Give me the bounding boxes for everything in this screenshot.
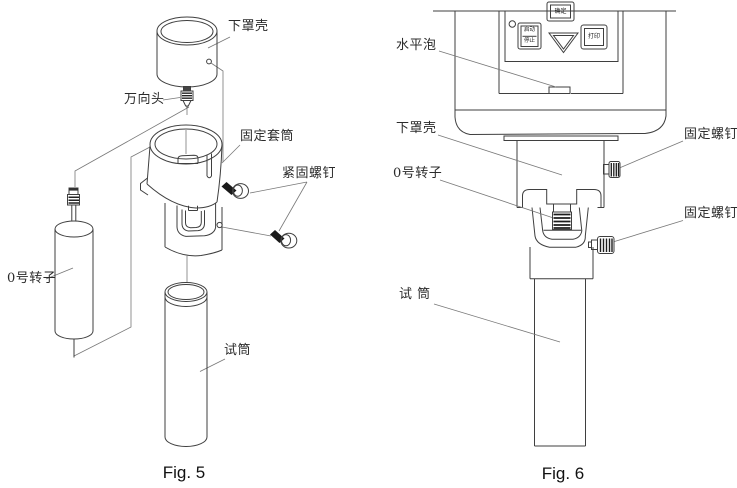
fig5-projection-lines (45, 36, 308, 372)
fig5-lower-cover-shell (156, 16, 218, 88)
fig6-label-level-bubble: 水平泡 (396, 38, 437, 53)
led-indicator (508, 20, 516, 28)
fig6-fixing-screw-lower (588, 236, 615, 254)
alignment-hole (206, 58, 212, 65)
fig5-label-test-cylinder: 试筒 (224, 343, 252, 358)
fig5-caption: Fig. 5 (162, 463, 206, 482)
fig6-label-rotor-0: 0号转子 (393, 166, 443, 181)
fig5-rotor-0 (54, 187, 94, 358)
fig5-label-fastening-screw: 紧固螺钉 (282, 166, 337, 181)
fig6-drawing (433, 1, 684, 447)
fig6-label-fixing-screw-lower: 固定螺钉 (684, 206, 737, 221)
fig6-rotor-coupling (552, 211, 572, 230)
fig5-universal-head (180, 86, 194, 108)
fig5-drawing (45, 16, 308, 447)
start-stop-button-shape (517, 22, 542, 50)
fig6-label-lower-cover: 下罩壳 (396, 121, 437, 136)
down-arrow-button-shape (548, 32, 579, 54)
fig6-start-button-label: 启动 (523, 27, 535, 33)
fig6-test-cylinder (529, 247, 594, 447)
fig6-rotor-bracket (522, 189, 602, 248)
fig5-sleeve-lower-cylinder (164, 203, 223, 257)
fig6-instrument-head (433, 10, 676, 136)
level-bubble (548, 86, 571, 94)
fig6-control-panel (498, 1, 624, 94)
fig5-label-universal-head: 万向头 (124, 92, 165, 107)
fig6-stop-button-label: 停止 (523, 38, 535, 44)
fig5-label-fixed-sleeve: 固定套筒 (240, 129, 295, 144)
fig6-fixing-screw-upper (603, 161, 621, 178)
fig5-fastening-screws (221, 182, 298, 249)
fig6-confirm-button-label: 确定 (554, 7, 567, 15)
fig6-leader-lines (433, 50, 684, 343)
screw-hole (216, 221, 223, 229)
fig6-label-fixing-screw-upper: 固定螺钉 (684, 127, 737, 142)
fig5-fixed-sleeve (140, 124, 223, 209)
fig6-caption: Fig. 6 (541, 464, 585, 483)
fig5-test-cylinder (164, 282, 208, 447)
fig6-print-button-label: 打印 (587, 33, 600, 40)
fig5-label-rotor-0: 0号转子 (7, 271, 57, 286)
fig5-label-lower-cover: 下罩壳 (228, 19, 269, 34)
print-button-shape (580, 24, 608, 50)
fig6-label-test-cylinder: 试 筒 (399, 287, 431, 302)
confirm-button-shape (546, 1, 575, 22)
